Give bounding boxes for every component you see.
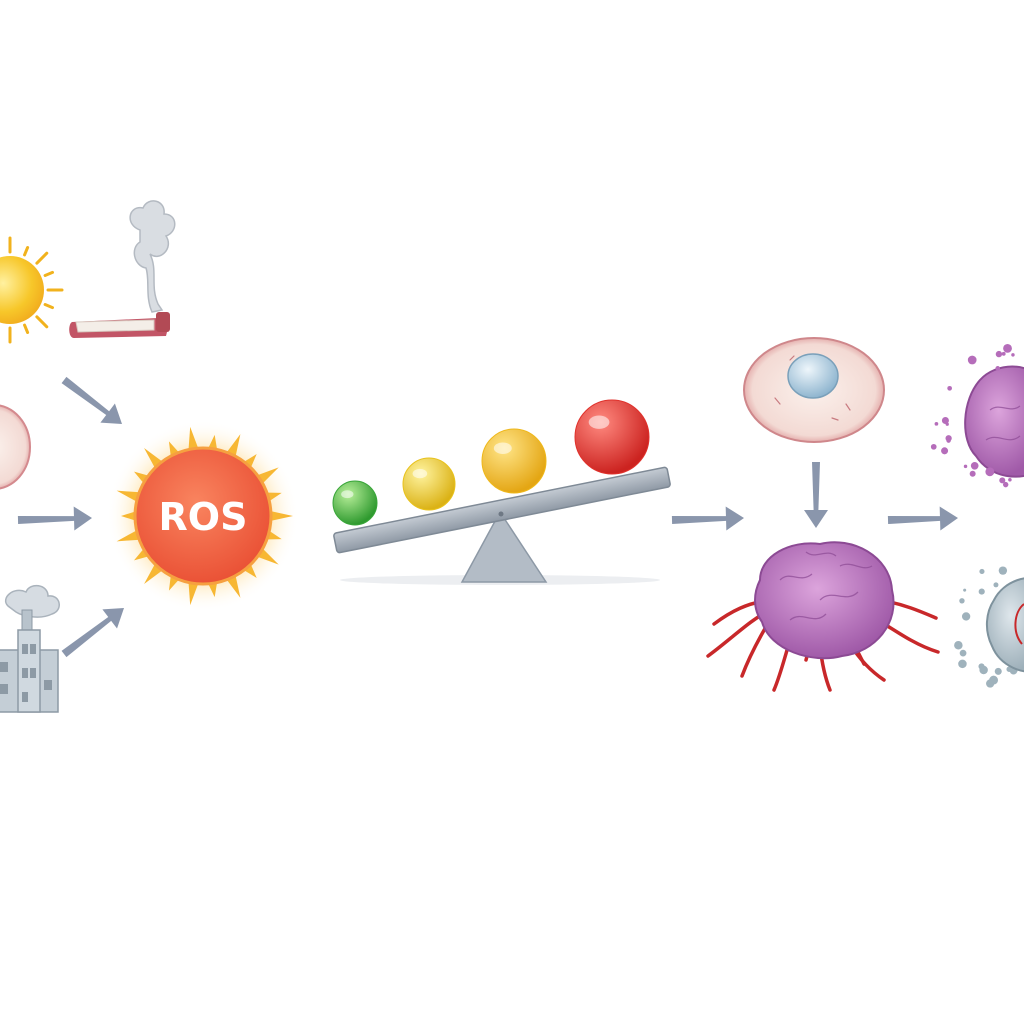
arrow-icon bbox=[887, 506, 958, 531]
damaged-cell-icon bbox=[930, 343, 1024, 488]
balance-ball bbox=[402, 457, 456, 511]
arrows-layer bbox=[17, 376, 958, 658]
arrow-icon bbox=[804, 462, 828, 528]
tumor-cell-icon bbox=[706, 541, 940, 692]
healthy-cell-icon bbox=[743, 337, 885, 443]
ros-label: ROS bbox=[159, 495, 248, 539]
balance-ball bbox=[332, 480, 378, 526]
arrow-icon bbox=[61, 376, 123, 425]
balance-seesaw-icon bbox=[332, 399, 671, 585]
cell-icon bbox=[0, 404, 31, 490]
arrow-icon bbox=[17, 506, 93, 531]
arrow-icon bbox=[671, 506, 744, 531]
balance-ball bbox=[481, 428, 547, 494]
virus-cell-icon bbox=[954, 566, 1024, 688]
balance-ball bbox=[574, 399, 650, 475]
cigarette-icon bbox=[69, 200, 176, 338]
arrow-icon bbox=[61, 607, 124, 658]
sun-icon bbox=[0, 236, 64, 344]
ros-burst-icon: ROS bbox=[107, 420, 299, 612]
factory-icon bbox=[0, 584, 60, 713]
